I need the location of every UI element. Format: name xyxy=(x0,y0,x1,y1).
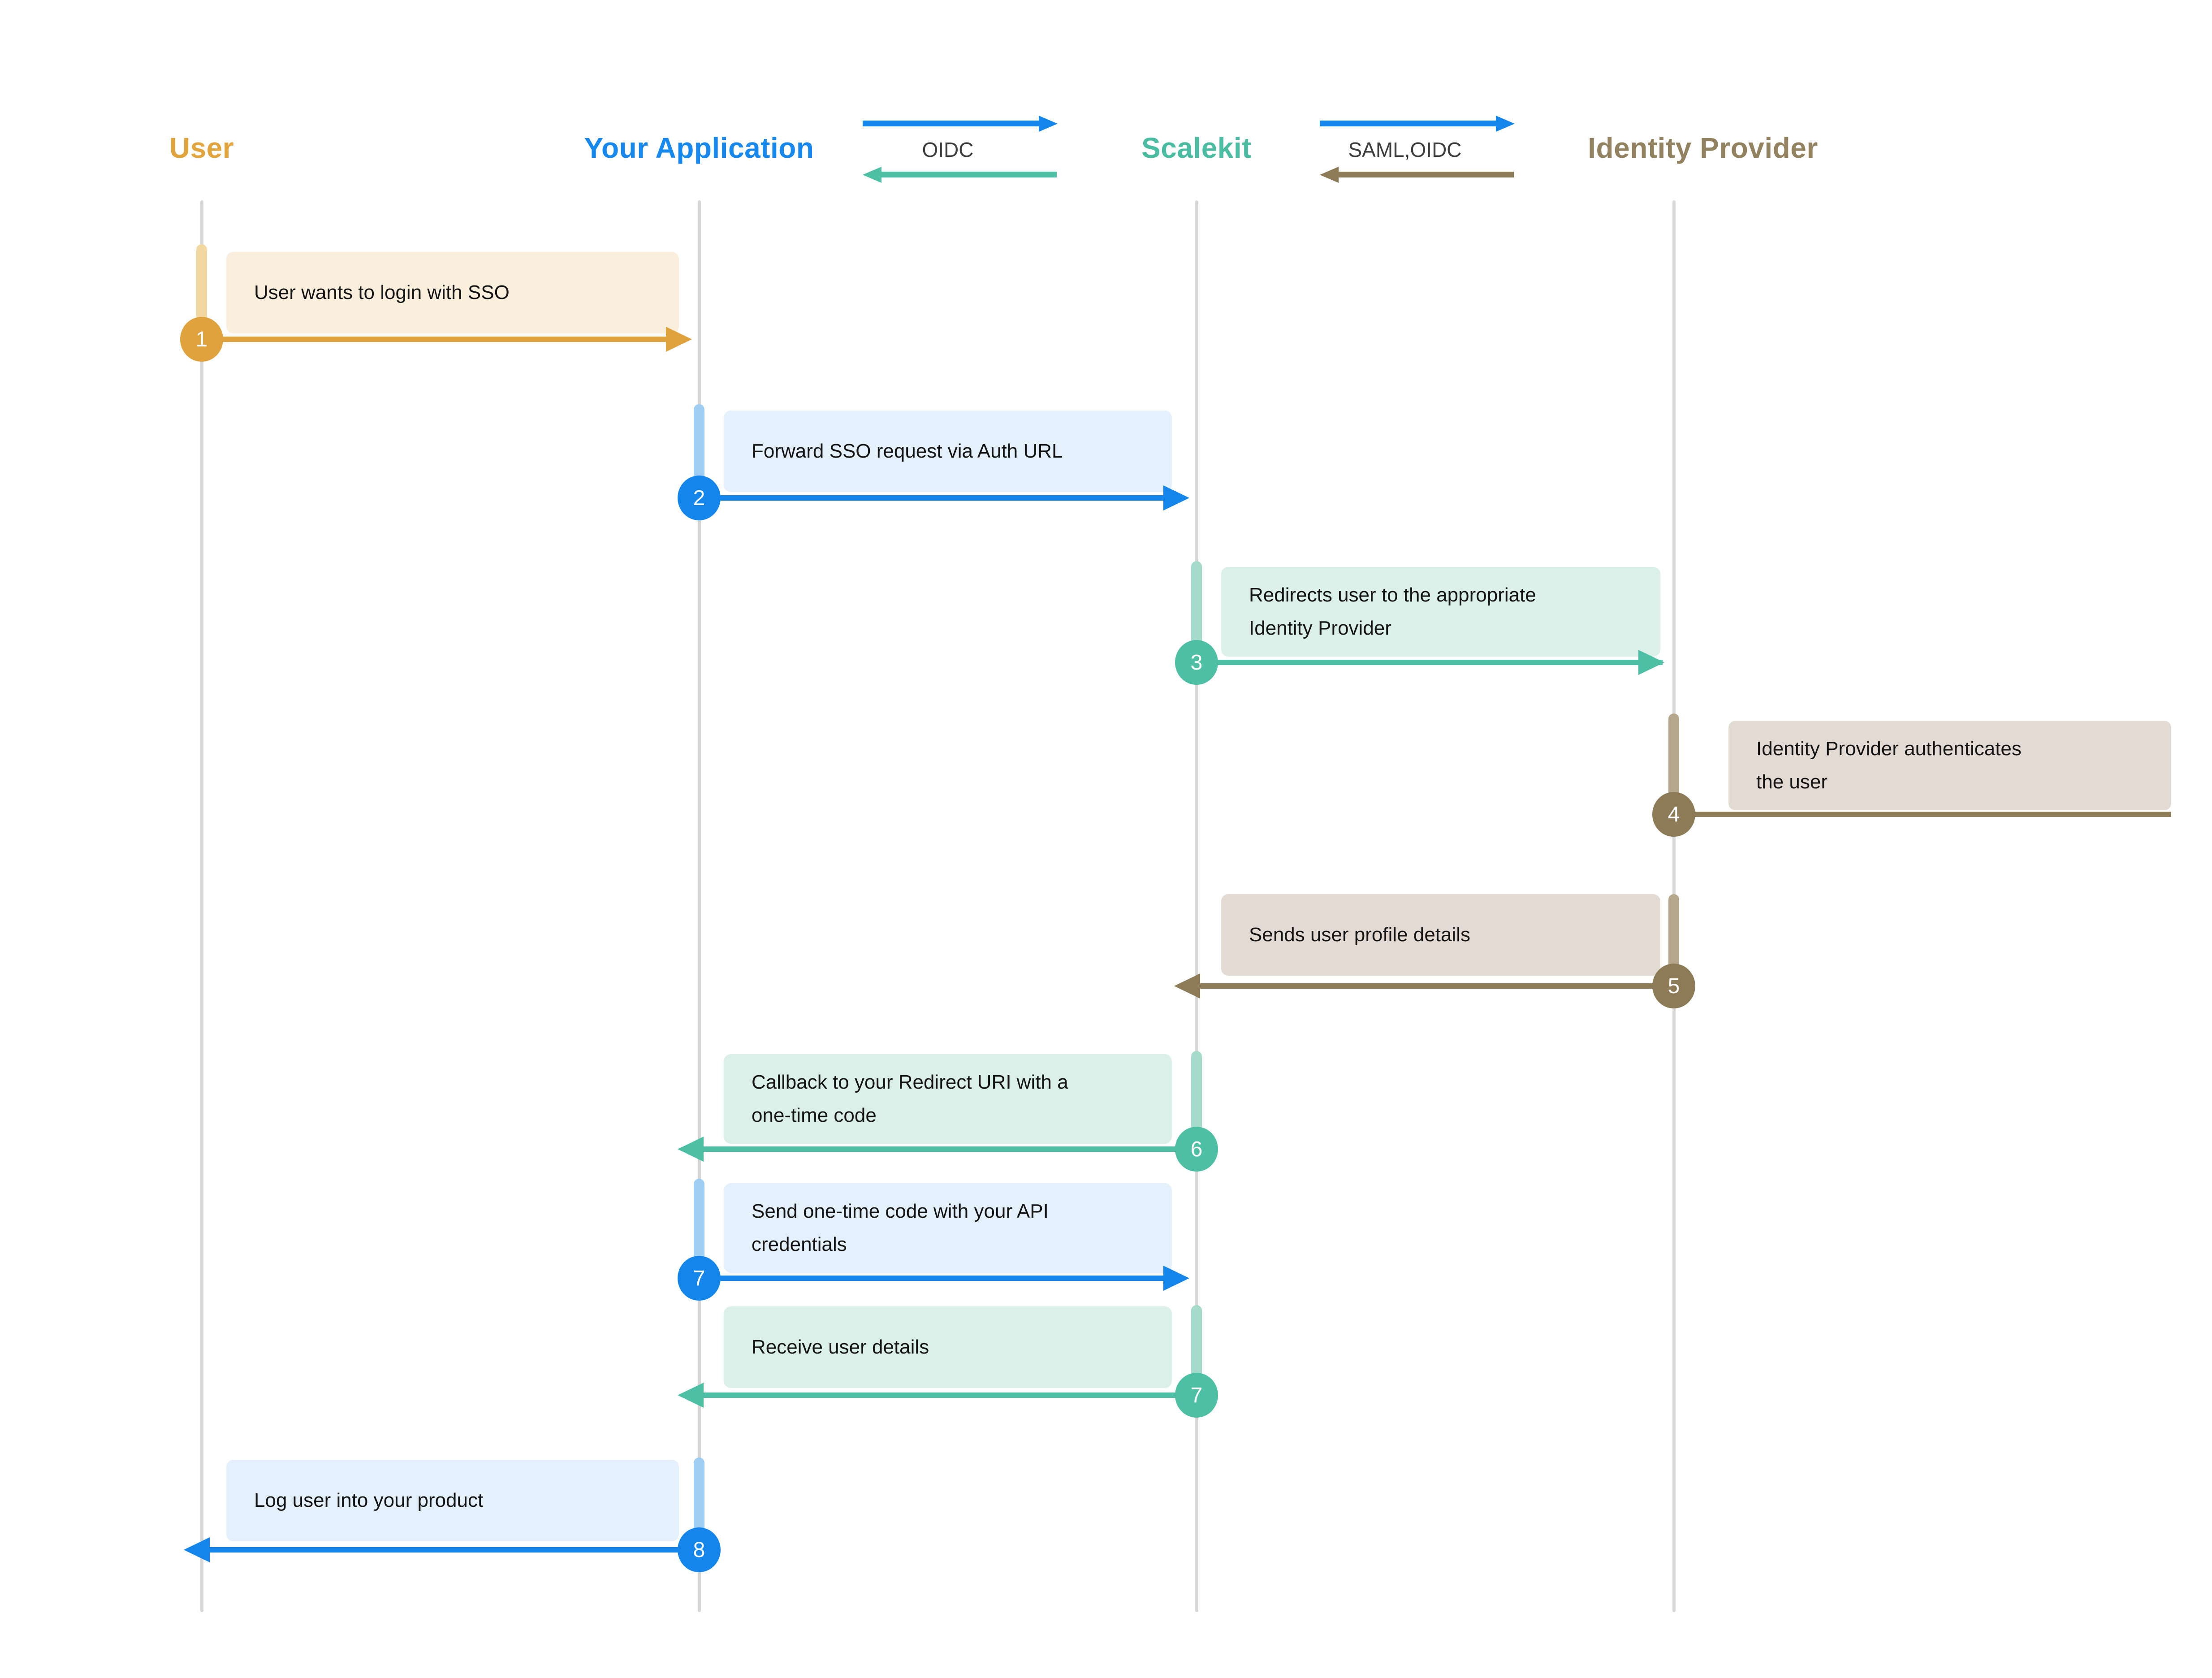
lifeline-scalekit xyxy=(1195,200,1198,1612)
message-arrow xyxy=(699,495,1165,501)
message-arrow xyxy=(1197,660,1663,665)
activation-bar xyxy=(694,1457,704,1536)
protocol-label-saml-oidc: SAML,OIDC xyxy=(1348,138,1462,161)
activation-bar xyxy=(1191,561,1202,649)
message-box: Send one-time code with your API credent… xyxy=(724,1183,1172,1273)
arrowhead-left-icon xyxy=(1174,973,1200,999)
protocol-return-arrow-line xyxy=(1339,172,1514,177)
arrowhead-right-icon xyxy=(1163,485,1189,510)
arrowhead-left-icon xyxy=(678,1137,704,1162)
message-box: Forward SSO request via Auth URL xyxy=(724,411,1172,492)
protocol-forward-arrow-line xyxy=(863,121,1040,126)
arrow-right-icon xyxy=(1039,116,1058,132)
arrow-right-icon xyxy=(1496,116,1515,132)
step-badge: 6 xyxy=(1175,1127,1218,1172)
arrowhead-right-icon xyxy=(1163,1266,1189,1291)
activation-bar xyxy=(694,404,704,485)
activation-bar xyxy=(1668,894,1679,973)
arrow-left-icon xyxy=(1320,167,1339,183)
message-arrow xyxy=(699,1276,1165,1281)
message-arrow xyxy=(701,1146,1197,1152)
message-label: User wants to login with SSO xyxy=(254,281,510,303)
step-badge: 7 xyxy=(678,1256,721,1301)
message-label: the user xyxy=(1756,771,1827,793)
step-badge: 4 xyxy=(1652,792,1695,837)
message-label: Identity Provider xyxy=(1249,617,1391,639)
activation-bar xyxy=(694,1179,704,1264)
message-box: Identity Provider authenticates the user xyxy=(1728,721,2171,810)
message-label: Identity Provider authenticates xyxy=(1756,738,2022,760)
activation-bar xyxy=(1191,1305,1202,1381)
actor-label-scalekit: Scalekit xyxy=(1141,132,1252,164)
message-label: Sends user profile details xyxy=(1249,924,1471,946)
activation-bar xyxy=(196,244,207,325)
message-box: Receive user details xyxy=(724,1306,1172,1388)
step-badge: 5 xyxy=(1652,964,1695,1008)
message-label: Forward SSO request via Auth URL xyxy=(752,440,1063,462)
message-label: Log user into your product xyxy=(254,1489,484,1511)
protocol-label-oidc: OIDC xyxy=(922,138,974,161)
arrowhead-left-icon xyxy=(184,1537,210,1562)
arrow-left-icon xyxy=(863,167,881,183)
message-label: Send one-time code with your API xyxy=(752,1200,1049,1222)
message-box: Sends user profile details xyxy=(1221,894,1660,976)
step-badge: 7 xyxy=(1175,1373,1218,1418)
message-box: Callback to your Redirect URI with a one… xyxy=(724,1054,1172,1144)
message-arrow xyxy=(701,1393,1197,1398)
arrowhead-left-icon xyxy=(678,1383,704,1408)
step-badge: 8 xyxy=(678,1527,721,1572)
message-arrow xyxy=(207,1547,699,1553)
message-label: Callback to your Redirect URI with a xyxy=(752,1071,1068,1093)
message-line xyxy=(1674,812,2171,817)
message-arrow xyxy=(1197,983,1674,989)
arrowhead-right-icon xyxy=(1638,650,1664,675)
message-label: Redirects user to the appropriate xyxy=(1249,584,1536,606)
message-arrow xyxy=(202,337,668,342)
lifeline-user xyxy=(200,200,203,1612)
step-badge: 1 xyxy=(180,317,223,362)
message-label: Receive user details xyxy=(752,1336,929,1358)
protocol-forward-arrow-line xyxy=(1320,121,1497,126)
actor-label-user: User xyxy=(169,132,234,164)
protocol-return-arrow-line xyxy=(881,172,1057,177)
actor-label-identity-provider: Identity Provider xyxy=(1588,132,1818,164)
message-label: one-time code xyxy=(752,1104,877,1126)
message-box: Redirects user to the appropriate Identi… xyxy=(1221,567,1660,657)
message-label: credentials xyxy=(752,1233,847,1255)
step-badge: 3 xyxy=(1175,640,1218,685)
actor-label-your-application: Your Application xyxy=(584,132,814,164)
lifeline-your-application xyxy=(698,200,701,1612)
activation-bar xyxy=(1668,714,1679,799)
message-box: User wants to login with SSO xyxy=(226,252,679,333)
message-box: Log user into your product xyxy=(226,1460,679,1541)
step-badge: 2 xyxy=(678,476,721,520)
activation-bar xyxy=(1191,1051,1202,1134)
arrowhead-right-icon xyxy=(666,327,692,352)
